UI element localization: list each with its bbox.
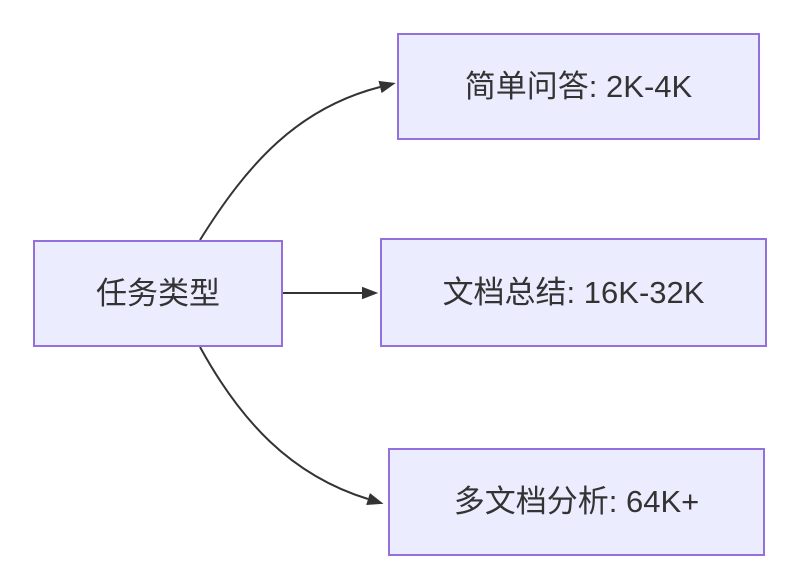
edge-root-to-simple-qa — [199, 80, 396, 241]
node-doc-summary-label: 文档总结: 16K-32K — [442, 274, 705, 310]
node-simple-qa-label: 简单问答: 2K-4K — [464, 68, 693, 104]
node-task-type: 任务类型 — [33, 240, 283, 347]
node-simple-qa: 简单问答: 2K-4K — [397, 33, 760, 140]
node-multidoc-analysis-label: 多文档分析: 64K+ — [453, 484, 700, 520]
edge-root-to-multidoc — [199, 346, 384, 506]
node-multidoc-analysis: 多文档分析: 64K+ — [388, 448, 765, 556]
node-doc-summary: 文档总结: 16K-32K — [380, 238, 767, 347]
node-task-type-label: 任务类型 — [96, 275, 220, 311]
